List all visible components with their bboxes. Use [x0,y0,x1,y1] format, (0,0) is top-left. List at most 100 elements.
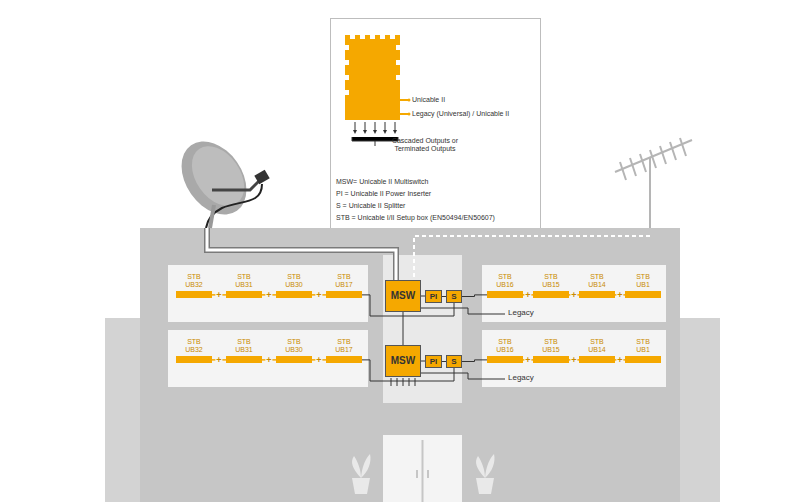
set-top-box: STB UB30 [276,338,312,363]
switch-label: S [451,358,456,366]
key-entry: PI = Unicable II Power Inserter [336,190,431,198]
plus-sign: + [570,290,577,299]
building [140,228,680,502]
plant [352,454,495,494]
set-top-box: STB UB15 [533,338,569,363]
plus-sign: + [524,290,531,299]
plus-sign: + [265,355,272,364]
plus-sign: + [315,290,322,299]
stb-label-text: STB UB31 [235,338,253,353]
cable-connector [403,312,404,345]
stb-label: STB UB32 [176,338,212,353]
set-top-box: STB UB15 [533,273,569,298]
dish-cable [207,228,396,280]
switch-box: S [446,355,462,368]
tv-antenna [615,138,692,228]
key-entry: S = Unicable II Splitter [336,202,405,210]
annex [105,318,145,502]
stb-label-text: STB UB31 [235,273,253,288]
stb-bar [487,356,523,363]
plus-sign: + [524,355,531,364]
set-top-box: STB UB30 [276,273,312,298]
stb-bar [326,291,362,298]
stb-label-text: STB UB14 [588,338,606,353]
stb-bar [579,291,615,298]
stb-bar [226,291,262,298]
cascaded-outputs [391,378,415,386]
stb-label-text: STB UB16 [496,338,514,353]
stb-label-text: STB UB32 [185,273,203,288]
plus-sign: + [215,290,222,299]
stb-bar [487,291,523,298]
stb-label: STB UB15 [533,273,569,288]
switch-label: S [451,293,456,301]
switch-box: S [446,290,462,303]
stb-label: STB UB1 [625,273,661,288]
stb-label: STB UB17 [326,273,362,288]
dish-cable [207,228,396,280]
plus-sign: + [215,355,222,364]
stb-bar [226,356,262,363]
room [482,265,666,322]
stb-label: STB UB30 [276,338,312,353]
annex [675,318,720,502]
switch-box: MSW [385,345,421,377]
stb-bar [176,291,212,298]
key-entry: MSW= Unicable II Multiswitch [336,178,428,186]
stb-label-text: STB UB30 [285,338,303,353]
stb-bar [579,356,615,363]
plus-sign: + [570,355,577,364]
set-top-box: STB UB17 [326,338,362,363]
stb-label: STB UB31 [226,338,262,353]
room [482,330,666,387]
stb-label: STB UB16 [487,338,523,353]
plus-sign: + [616,290,623,299]
stb-label: STB UB30 [276,273,312,288]
stb-bar [625,291,661,298]
stb-bar [276,356,312,363]
room [168,265,368,322]
switch-box: PI [425,290,442,303]
plus-sign: + [315,355,322,364]
stb-label: STB UB32 [176,273,212,288]
set-top-box: STB UB16 [487,273,523,298]
set-top-box: STB UB32 [176,338,212,363]
door [383,435,462,502]
multiswitch-icon [345,35,411,146]
stb-label: STB UB14 [579,273,615,288]
stb-label-text: STB UB14 [588,273,606,288]
set-top-box: STB UB31 [226,273,262,298]
stb-label-text: STB UB15 [542,273,560,288]
plus-sign: + [616,355,623,364]
stb-label: STB UB16 [487,273,523,288]
key-entry: STB = Unicable I/II Setup box (EN50494/E… [336,214,495,222]
stb-label: STB UB17 [326,338,362,353]
port-label: Unicable II [412,96,445,104]
set-top-box: STB UB14 [579,273,615,298]
stb-label-text: STB UB15 [542,338,560,353]
cable-connector [462,360,487,362]
stb-label-text: STB UB17 [335,338,353,353]
set-top-box: STB UB17 [326,273,362,298]
stb-bar [326,356,362,363]
legacy-label: Legacy [508,309,534,318]
stb-bar [176,356,212,363]
port-label: Legacy (Universal) / Unicable II [412,110,509,118]
stb-label: STB UB15 [533,338,569,353]
legacy-line [421,373,505,379]
set-top-box: STB UB1 [625,273,661,298]
stb-label-text: STB UB1 [636,273,650,288]
set-top-box: STB UB14 [579,338,615,363]
switch-box: MSW [385,280,421,312]
switch-label: MSW [391,356,415,366]
key-panel: Unicable II Legacy (Universal) / Unicable… [330,18,540,228]
stb-bar [625,356,661,363]
stb-label-text: STB UB30 [285,273,303,288]
stb-bar [533,291,569,298]
inset-frame [331,19,541,229]
stb-label-text: STB UB16 [496,273,514,288]
stb-label: STB UB14 [579,338,615,353]
